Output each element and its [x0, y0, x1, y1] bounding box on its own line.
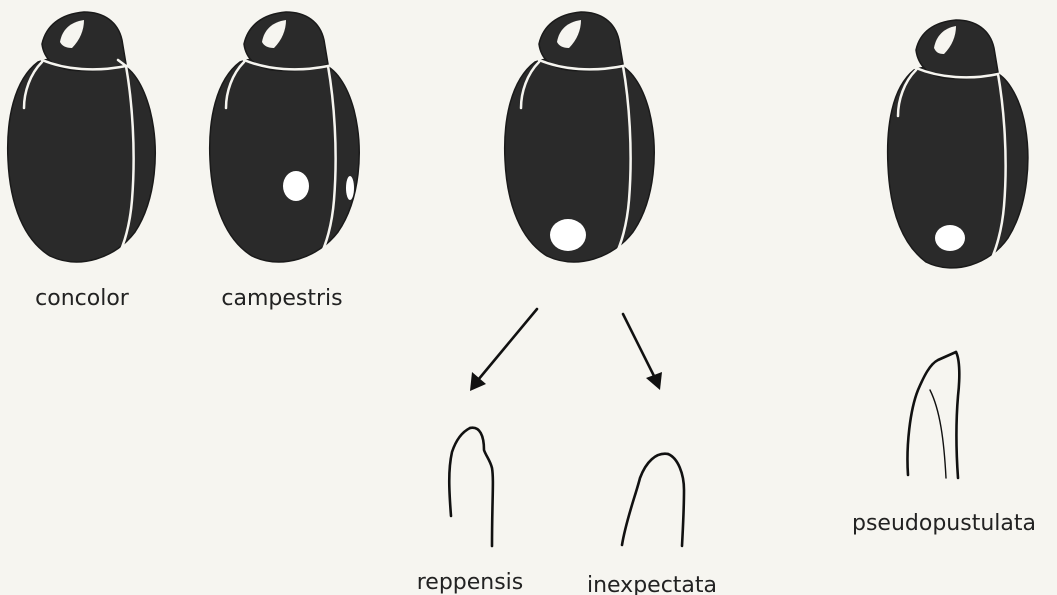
beetle-concolor	[8, 12, 156, 262]
organ-reppensis-right-edge	[470, 428, 493, 546]
beetle-campestris	[210, 12, 359, 262]
organ-inexpectata-right-edge	[668, 454, 684, 546]
arrow-to-inexpectata	[623, 314, 662, 390]
beetle-pseudopustulata-pronotum	[916, 20, 998, 79]
beetle-campestris-spot	[283, 171, 309, 201]
label-reppensis: reppensis	[417, 570, 524, 595]
organ-pseudopustulata-inner-line	[930, 390, 946, 478]
organ-pseudopustulata-left-edge	[907, 352, 956, 475]
beetle-central-spot	[550, 219, 586, 251]
organ-pseudopustulata	[907, 352, 959, 478]
organ-reppensis-left-edge	[449, 428, 470, 516]
organ-pseudopustulata-right-edge	[956, 352, 959, 478]
organ-reppensis	[449, 428, 493, 546]
label-campestris: campestris	[221, 286, 342, 311]
beetle-pseudopustulata	[888, 20, 1028, 268]
label-inexpectata: inexpectata	[587, 573, 717, 595]
beetle-central-pronotum	[539, 12, 623, 71]
organ-inexpectata-left-edge	[622, 454, 668, 545]
label-pseudopustulata: pseudopustulata	[852, 511, 1036, 536]
beetle-central	[505, 12, 654, 262]
beetle-campestris-side-spot	[346, 176, 354, 200]
organ-inexpectata	[622, 454, 684, 546]
beetle-campestris-pronotum	[244, 12, 328, 71]
beetle-concolor-pronotum	[42, 12, 126, 71]
beetle-pseudopustulata-spot	[935, 225, 965, 251]
label-concolor: concolor	[35, 286, 130, 311]
arrow-to-reppensis	[470, 309, 537, 391]
